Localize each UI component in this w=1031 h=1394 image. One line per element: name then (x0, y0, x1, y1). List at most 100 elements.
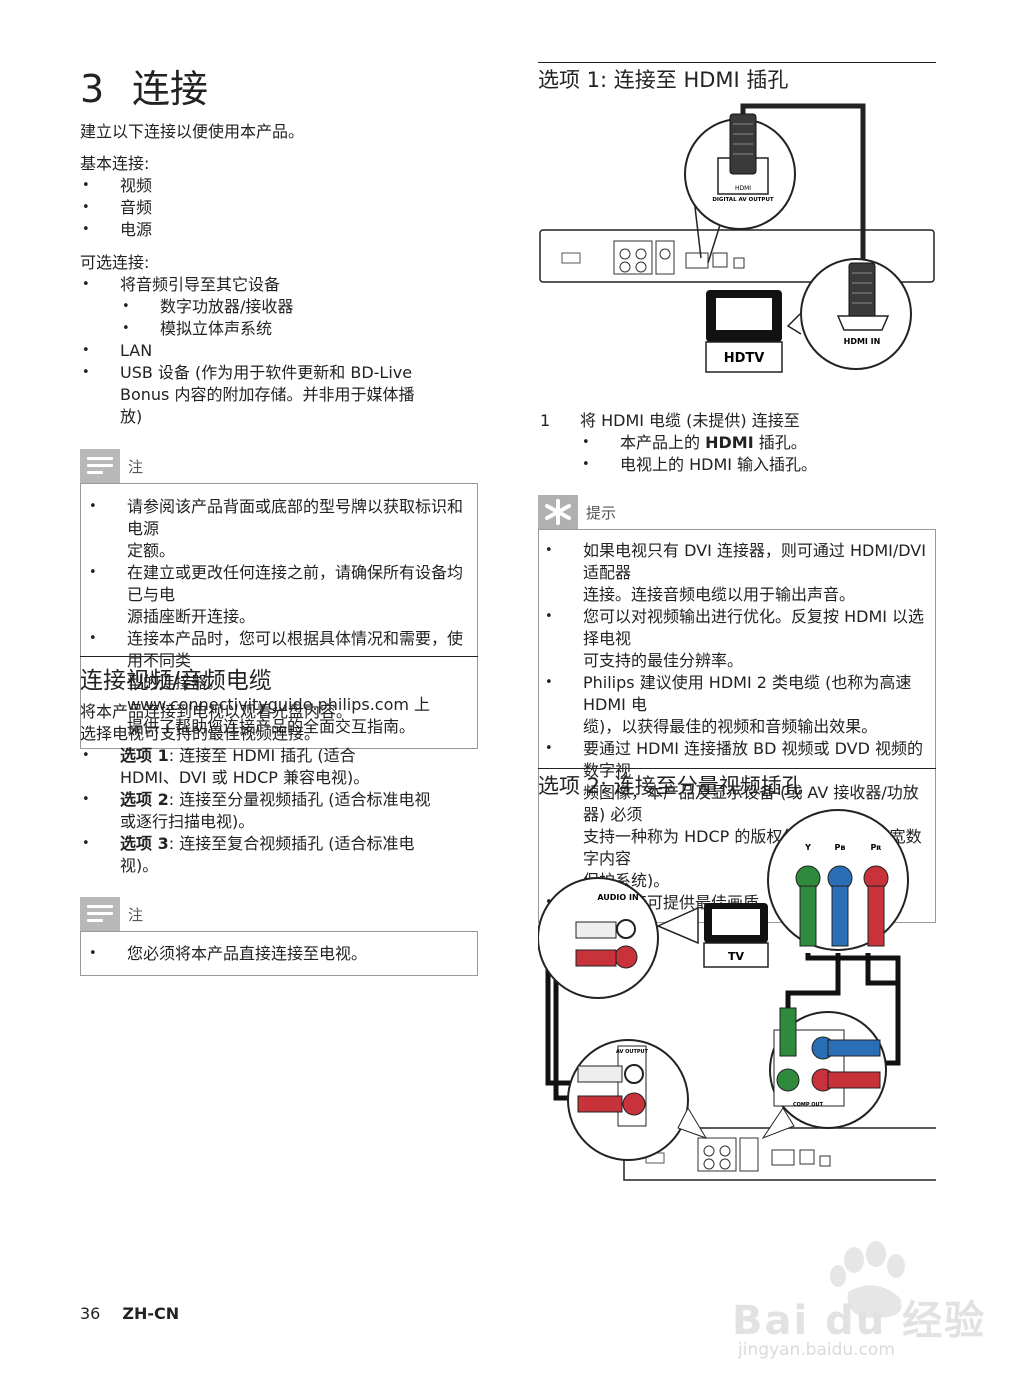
list-item: Philips 建议使用 HDMI 2 类电缆 (也称为高速 HDMI 电缆)，… (543, 672, 927, 738)
note-icon (80, 897, 120, 931)
list-item: 您必须将本产品直接连接至电视。 (87, 943, 467, 965)
step-sub-list: 本产品上的 HDMI 插孔。 电视上的 HDMI 输入插孔。 (580, 432, 936, 476)
av-output-label: AV OUTPUT (616, 1049, 649, 1055)
section-rule (538, 768, 936, 769)
option-label: 选项 1 (120, 746, 169, 765)
list-item: 电源 (80, 219, 478, 241)
note-header: 注 (80, 897, 478, 931)
text-line: 或逐行扫描电视)。 (120, 812, 255, 831)
language-code: ZH-CN (122, 1304, 180, 1323)
text-line: 要通过 HDMI 连接播放 BD 视频或 DVD 视频的数字视 (583, 739, 923, 780)
note-icon (80, 449, 120, 483)
rca-plug-red (867, 885, 885, 947)
step-text: 将 HDMI 电缆 (未提供) 连接至 (580, 411, 800, 430)
tip-box: 如果电视只有 DVI 连接器，则可通过 HDMI/DVI 适配器连接。连接音频电… (538, 529, 936, 923)
option2-title: 选项 2: 连接至分量视频插孔 (538, 774, 803, 798)
pr-label: Pʀ (871, 843, 882, 852)
note-box: 您必须将本产品直接连接至电视。 (80, 931, 478, 976)
rca-plug-red (827, 1071, 881, 1089)
text-line: Philips 建议使用 HDMI 2 类电缆 (也称为高速 HDMI 电 (583, 673, 912, 714)
text-line: 插孔。 (753, 433, 807, 452)
note-block: 注 您必须将本产品直接连接至电视。 (80, 897, 478, 976)
note-label: 注 (128, 905, 144, 924)
note-header: 注 (80, 449, 478, 483)
list-item: 模拟立体声系统 (80, 318, 478, 340)
text-line: 定额。 (127, 541, 176, 560)
bold-text: HDMI (705, 433, 754, 452)
component-diagram: AUDIO IN TV Y Pʙ Pʀ AV OUTPUT COMP OUT (538, 809, 936, 1181)
panel-port (712, 252, 728, 268)
list-item: 本产品上的 HDMI 插孔。 (580, 432, 936, 454)
text-line: 连接。连接音频电缆以用于输出声音。 (583, 585, 856, 604)
text-line: Bonus 内容的附加存储。并非用于媒体播 (120, 385, 415, 404)
step-item: 1 将 HDMI 电缆 (未提供) 连接至 (538, 410, 936, 432)
note-label: 注 (128, 457, 144, 476)
tip-block: 提示 如果电视只有 DVI 连接器，则可通过 HDMI/DVI 适配器连接。连接… (538, 495, 936, 923)
rca-plug-blue (831, 885, 849, 947)
optional-list: 将音频引导至其它设备 数字功放器/接收器 模拟立体声系统 LAN USB 设备 … (80, 274, 478, 428)
tv-label: HDTV (724, 351, 765, 366)
page-footer: 36 ZH-CN (80, 1304, 179, 1323)
option-label: 选项 2 (120, 790, 169, 809)
section-rule (80, 656, 478, 657)
rca-plug-green (779, 1007, 797, 1057)
comp-out-label: COMP OUT (793, 1102, 824, 1108)
text-line: 本产品上的 (620, 433, 706, 452)
text-line: 可支持的最佳分辨率。 (583, 651, 744, 670)
section-rule (538, 62, 936, 63)
basic-list: 视频 音频 电源 (80, 175, 478, 241)
rca-plug-red (577, 1095, 623, 1113)
text-line: 请参阅该产品背面或底部的型号牌以获取标识和电源 (127, 497, 464, 538)
y-label: Y (804, 843, 811, 852)
optional-heading: 可选连接: (80, 253, 150, 272)
note-list: 您必须将本产品直接连接至电视。 (87, 943, 467, 965)
asterisk-icon (538, 495, 578, 529)
text-line: 您可以对视频输出进行优化。反复按 HDMI 以选择电视 (583, 607, 925, 648)
paw-icon (830, 1241, 905, 1318)
text-line: HDMI、DVI 或 HDCP 兼容电视)。 (120, 768, 370, 787)
list-item: 要通过 HDMI 连接播放 BD 视频或 DVD 视频的数字视频图像，本产品及显… (543, 738, 927, 892)
panel-port (685, 252, 709, 269)
text-line: 放) (120, 407, 143, 426)
section-title: 连接视频/音频电缆 (80, 668, 272, 694)
watermark-brand: Bai du 经验 (732, 1298, 987, 1344)
list-item: 连接本产品时，您可以根据具体情况和需要，使用不同类型的连接器。www.conne… (87, 628, 467, 738)
tip-header: 提示 (538, 495, 936, 529)
list-item: 如果电视只有 DVI 连接器，则可通过 HDMI/DVI 适配器连接。连接音频电… (543, 540, 927, 606)
list-item: 音频 (80, 197, 478, 219)
rca-plug-blue (827, 1039, 881, 1057)
text-line: 型的连接器。www.connectivityguide.philips.com … (127, 673, 431, 714)
rca-plug-white (577, 1065, 623, 1083)
text-line: 频图像，本产品及显示设备 (或 AV 接收器/功放器) 必须 (583, 783, 919, 824)
rca-plug-white (575, 921, 617, 939)
panel-port (613, 240, 653, 275)
section-text: 选择电视可支持的最佳视频连接。 (80, 724, 321, 743)
option1-title: 选项 1: 连接至 HDMI 插孔 (538, 68, 789, 92)
text-line: 提供了帮助您连接产品的全面交互指南。 (127, 717, 416, 736)
basic-connections: 基本连接: 视频 音频 电源 (80, 153, 478, 241)
watermark-url: jingyan.baidu.com (738, 1340, 895, 1360)
list-item: 数字功放器/接收器 (80, 296, 478, 318)
section-text: 将本产品连接到电视以观看光盘内容。 (80, 702, 353, 721)
section-av-body: 将本产品连接到电视以观看光盘内容。 选择电视可支持的最佳视频连接。 选项 1: … (80, 701, 478, 877)
intro-text: 建立以下连接以便使用本产品。 (80, 122, 305, 141)
panel-port (655, 240, 675, 275)
hdmi-diagram: HDMI DIGITAL AV OUTPUT HDMI IN HDTV (539, 103, 935, 373)
text-line: : 连接至分量视频插孔 (适合标准电视 (168, 790, 431, 809)
step-number: 1 (540, 411, 551, 430)
text-line: 在建立或更改任何连接之前，请确保所有设备均已与电 (127, 563, 464, 604)
text-line: 缆)，以获得最佳的视频和音频输出效果。 (583, 717, 878, 736)
text-line: USB 设备 (作为用于软件更新和 BD-Live (120, 363, 413, 382)
page-number: 36 (80, 1304, 101, 1323)
port-label: DIGITAL AV OUTPUT (712, 197, 774, 203)
tip-list: 如果电视只有 DVI 连接器，则可通过 HDMI/DVI 适配器连接。连接音频电… (543, 540, 927, 914)
